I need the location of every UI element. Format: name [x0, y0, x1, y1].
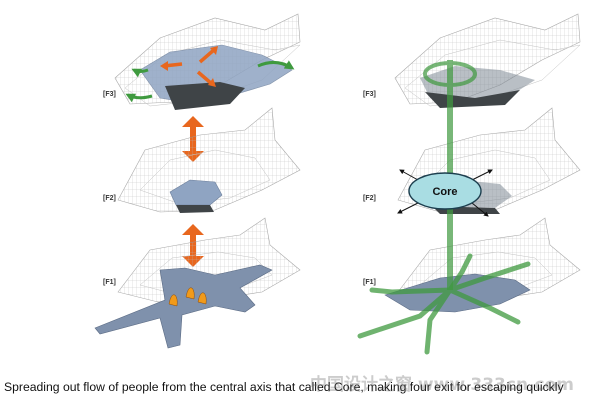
core-bubble	[408, 172, 482, 210]
core-label: Core	[432, 186, 457, 198]
left-floor-f1: [F1]	[94, 217, 301, 349]
left-f1-floor	[94, 264, 273, 349]
left-f2-slab	[176, 205, 214, 213]
exit-path-north	[447, 253, 473, 293]
left-floor-f2: [F2]	[103, 107, 301, 213]
floor-label-f2-right: [F2]	[363, 195, 376, 202]
person-icon	[168, 287, 207, 307]
exit-arrow-icon	[125, 93, 153, 103]
right-column: [F3] [F2] [F1]	[357, 13, 581, 355]
left-column: [F3] [F2]	[94, 13, 301, 349]
exit-paths	[357, 253, 531, 355]
floor-label-f2-left: [F2]	[103, 195, 116, 202]
exit-path-west	[369, 287, 453, 295]
exit-arrow-icon	[399, 169, 419, 181]
core-node: Core	[397, 169, 493, 217]
up-down-arrow-icon	[160, 46, 218, 87]
watermark: 中国设计之窗 www.333cn.com	[310, 374, 574, 395]
exit-arrow-icon	[131, 68, 149, 78]
left-floor-f3: [F3]	[103, 13, 301, 110]
floor-label-f3-right: [F3]	[363, 91, 376, 98]
floor-label-f1-left: [F1]	[103, 279, 116, 286]
right-floor-f3: [F3]	[363, 13, 581, 108]
exit-path-southeast	[447, 287, 521, 325]
exit-path-southwest	[357, 287, 453, 339]
caption-text: Spreading out flow of people from the ce…	[4, 380, 564, 394]
left-f3-slab	[165, 82, 245, 110]
caption-bar: Spreading out flow of people from the ce…	[0, 374, 600, 400]
floor-label-f3-left: [F3]	[103, 91, 116, 98]
exit-arrow-icon	[257, 60, 295, 70]
exit-arrow-icon	[471, 202, 489, 217]
exit-arrow-icon	[397, 202, 419, 214]
floor-label-f1-right: [F1]	[363, 279, 376, 286]
exit-path-south	[424, 287, 453, 355]
exit-path-east	[447, 261, 531, 293]
architecture-diagram: [F3] [F2]	[94, 13, 581, 355]
watermark-text: 中国设计之窗 www.333cn.com	[310, 374, 574, 395]
exit-arrow-icon	[471, 169, 493, 181]
